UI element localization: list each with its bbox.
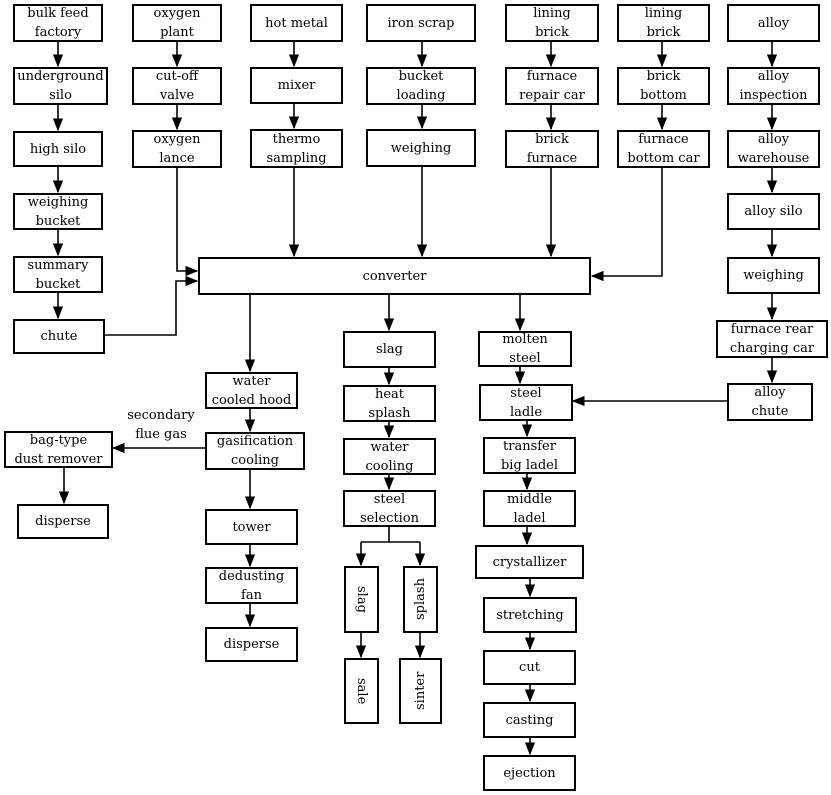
alloy-warehouse-box: alloy warehouse (727, 130, 820, 168)
middle-ladel-box: middle ladel (483, 490, 576, 527)
arrow-furnace-bottom-car-to-converter (590, 167, 663, 282)
underground-silo-box: underground silo (13, 67, 108, 105)
alloy-silo-box: alloy silo (727, 193, 820, 230)
arrow-chute-to-converter (104, 275, 199, 336)
slag-box: slag (343, 331, 436, 368)
splash-output-box: splash (403, 566, 438, 633)
sale-box: sale (344, 658, 379, 724)
crystallizer-box: crystallizer (475, 545, 584, 579)
cut-off-valve-box: cut-off valve (132, 67, 222, 105)
alloy-box: alloy (727, 4, 820, 42)
alloy-inspection-box: alloy inspection (727, 67, 820, 105)
ejection-box: ejection (483, 755, 576, 791)
brick-furnace-box: brick furnace (505, 130, 599, 168)
molten-steel-box: molten steel (478, 331, 572, 367)
tower-box: tower (205, 509, 298, 545)
weighing-bucket-box: weighing bucket (13, 193, 103, 230)
disperse-gas-box: disperse (205, 627, 298, 662)
oxygen-plant-box: oxygen plant (132, 4, 222, 42)
lining-brick-box-2: lining brick (617, 4, 710, 42)
bucket-loading-box: bucket loading (366, 67, 476, 105)
heat-splash-box: heat splash (343, 385, 436, 422)
chute-box: chute (13, 319, 105, 354)
summary-bucket-box: summary bucket (13, 256, 103, 293)
furnace-repair-car-box: furnace repair car (505, 67, 599, 105)
oxygen-lance-box: oxygen lance (132, 130, 222, 168)
sinter-box: sinter (399, 658, 442, 724)
disperse-dust-box: disperse (17, 504, 109, 539)
transfer-big-ladel-box: transfer big ladel (483, 437, 576, 474)
bag-type-dust-remover-box: bag-type dust remover (4, 431, 113, 468)
converter-box: converter (198, 257, 591, 295)
mixer-box: mixer (250, 67, 343, 104)
alloy-chute-box: alloy chute (727, 383, 813, 421)
casting-box: casting (483, 702, 576, 738)
gasification-cooling-box: gasification cooling (205, 432, 305, 470)
dedusting-fan-box: dedusting fan (205, 567, 298, 604)
water-cooled-hood-box: water cooled hood (205, 372, 298, 409)
high-silo-box: high silo (13, 131, 103, 167)
iron-scrap-box: iron scrap (366, 4, 476, 42)
furnace-bottom-car-box: furnace bottom car (617, 130, 710, 168)
steel-selection-box: steel selection (343, 490, 436, 527)
cut-box: cut (483, 650, 576, 685)
water-cooling-box: water cooling (343, 438, 436, 475)
hot-metal-box: hot metal (250, 4, 343, 42)
thermo-sampling-box: thermo sampling (250, 129, 343, 168)
weighing-box: weighing (366, 129, 476, 167)
lining-brick-box-1: lining brick (505, 4, 599, 42)
slag-output-box: slag (344, 566, 379, 633)
stretching-box: stretching (483, 597, 577, 633)
arrow-oxygen-lance-to-converter (176, 167, 199, 277)
bulk-feed-factory-box: bulk feed factory (13, 4, 103, 42)
brick-bottom-box: brick bottom (617, 67, 710, 105)
steel-ladle-box: steel ladle (479, 384, 573, 421)
furnace-rear-charging-car-box: furnace rear charging car (716, 320, 828, 358)
secondary-flue-gas-label: secondary flue gas (127, 408, 195, 442)
alloy-weighing-box: weighing (727, 257, 820, 294)
